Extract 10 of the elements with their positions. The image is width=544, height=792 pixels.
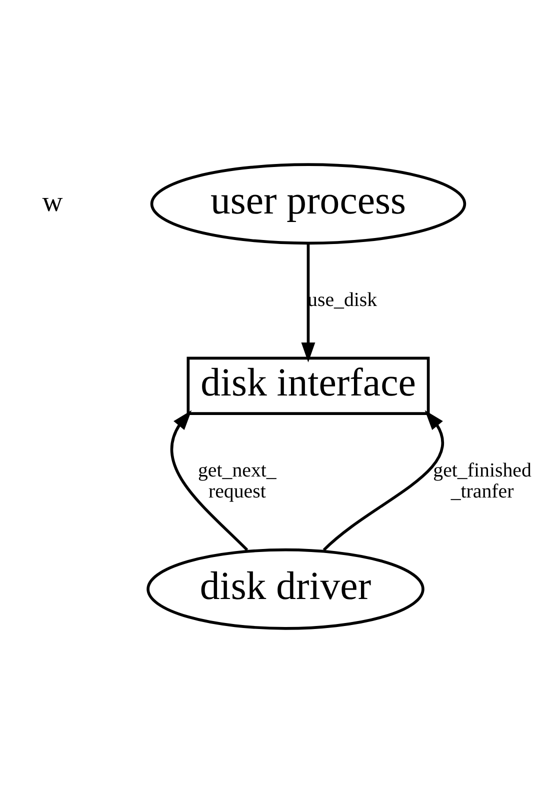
node-ellipse: user process (150, 162, 466, 244)
edge-label: use_disk (308, 288, 378, 310)
arrow (170, 410, 248, 550)
edge-label: get_finished _tranfer (433, 458, 532, 502)
node-box: disk interface (186, 356, 430, 414)
arrow (301, 242, 316, 362)
node-ellipse: disk driver (146, 548, 424, 630)
edge-label: get_next_ request (198, 458, 276, 502)
label: w (42, 186, 63, 218)
arrow (322, 410, 444, 550)
